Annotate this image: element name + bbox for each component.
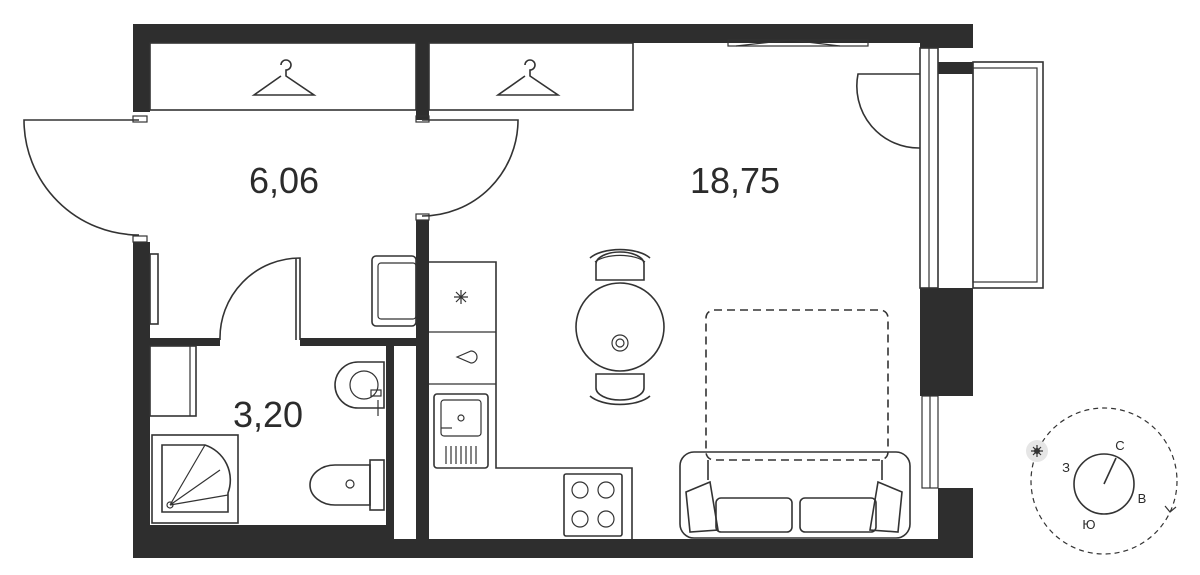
wall-right-bottom — [938, 488, 973, 558]
wall-left-upper — [133, 24, 150, 112]
wall-bath-shaft — [386, 345, 394, 525]
washbasin — [334, 361, 385, 416]
shoe-rack — [149, 253, 159, 325]
kitchen-sink — [433, 393, 489, 469]
wall-partition-wardrobe — [416, 24, 429, 120]
wall-top — [133, 24, 973, 43]
walls — [133, 24, 973, 558]
wall-partition-kitchen — [416, 220, 429, 558]
cooktop — [563, 473, 623, 537]
chair-top — [589, 248, 651, 281]
kitchen-counter — [429, 261, 633, 539]
hanger-icon — [251, 59, 317, 96]
window-top — [727, 39, 869, 47]
snowflake-icon — [454, 290, 468, 304]
wall-right-top — [920, 24, 973, 48]
chair-bottom — [589, 373, 651, 406]
compass-needle — [1103, 457, 1117, 485]
compass: С В Ю З — [1026, 407, 1178, 555]
dining-table — [575, 282, 665, 372]
compass-outer-ring — [1030, 407, 1178, 555]
compass-west-label: З — [1062, 460, 1070, 475]
bathroom-area-label: 3,20 — [233, 394, 303, 435]
wall-bath-bottom — [150, 525, 394, 539]
sun-icon — [1026, 440, 1048, 462]
sink-drain-grid — [445, 446, 477, 464]
armchair — [371, 255, 417, 327]
shower-cabin — [151, 434, 239, 524]
hallway-area-label: 6,06 — [249, 160, 319, 201]
wardrobe-right — [428, 42, 634, 111]
dining-set — [575, 248, 665, 406]
compass-dial — [1073, 453, 1135, 515]
water-drop-icon — [455, 350, 478, 364]
bathroom-door[interactable] — [219, 257, 301, 341]
compass-north-label: С — [1115, 438, 1124, 453]
balcony-door[interactable] — [856, 73, 921, 149]
compass-south-label: Ю — [1082, 517, 1095, 532]
living-area-label: 18,75 — [690, 160, 780, 201]
wall-bath-top-left — [150, 338, 220, 346]
wall-bath-top-right — [300, 338, 416, 346]
hanger-icon — [495, 59, 561, 96]
wall-right-mid — [938, 62, 973, 74]
fridge — [454, 290, 468, 304]
balcony — [919, 47, 1044, 289]
washing-machine — [149, 345, 197, 417]
sofa — [679, 451, 911, 539]
wall-right-pier — [920, 288, 973, 396]
arrow-icon — [1164, 505, 1177, 513]
wall-bottom — [133, 539, 973, 558]
wardrobe-left — [149, 42, 417, 111]
bed-outline — [705, 309, 889, 461]
toilet — [309, 459, 385, 511]
window-right-lower — [921, 395, 939, 489]
wall-left-lower — [133, 242, 150, 558]
wardrobe-partition-door[interactable] — [415, 115, 519, 221]
entrance-door[interactable] — [23, 115, 148, 243]
compass-east-label: В — [1138, 491, 1147, 506]
